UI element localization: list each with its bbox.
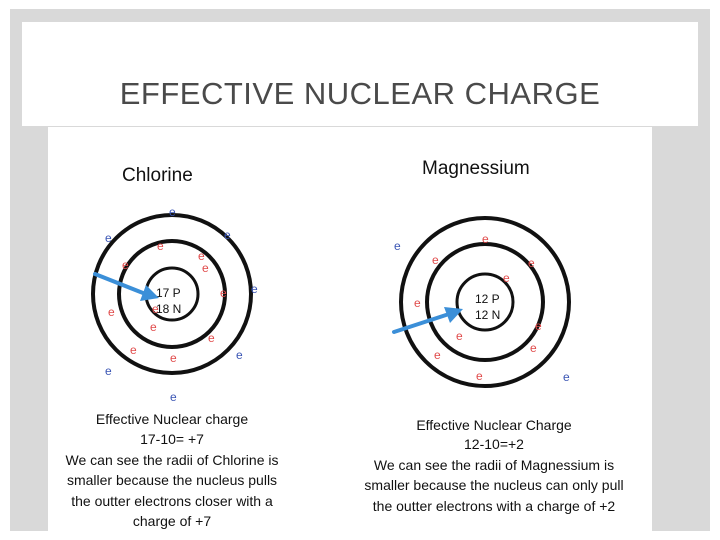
magnesium-electron: e xyxy=(394,239,401,253)
chlorine-electron: e xyxy=(170,390,177,404)
magnesium-explanation-line: smaller because the nucleus can only pul… xyxy=(364,477,623,493)
chlorine-electron: e xyxy=(108,305,115,319)
magnesium-arrow xyxy=(392,307,463,334)
magnesium-neutrons: 12 N xyxy=(475,308,500,322)
chlorine-electron: e xyxy=(170,351,177,365)
chlorine-electron: e xyxy=(105,231,112,245)
chlorine-electron: e xyxy=(198,249,205,263)
chlorine-atom: Chlorine 17 P 18 N e e e e e e e e e e e xyxy=(66,165,279,529)
chlorine-middle-ring xyxy=(117,239,227,349)
magnesium-charge-heading: Effective Nuclear Charge xyxy=(416,417,572,433)
magnesium-electron: e xyxy=(432,253,439,267)
chlorine-electron: e xyxy=(208,331,215,345)
magnesium-electron: e xyxy=(482,232,489,246)
chlorine-explanation-line: charge of +7 xyxy=(133,513,211,529)
magnesium-electron: e xyxy=(503,271,510,285)
magnesium-explanation-line: We can see the radii of Magnessium is xyxy=(374,457,614,473)
chlorine-explanation-line: We can see the radii of Chlorine is xyxy=(66,452,279,468)
magnesium-electron: e xyxy=(563,370,570,384)
chlorine-neutrons: 18 N xyxy=(156,302,181,316)
chlorine-electron: e xyxy=(157,239,164,253)
chlorine-electron: e xyxy=(122,258,129,272)
magnesium-name: Magnessium xyxy=(422,158,530,179)
chlorine-explanation-line: smaller because the nucleus pulls xyxy=(67,472,277,488)
chlorine-electron: e xyxy=(202,261,209,275)
magnesium-electron: e xyxy=(535,319,542,333)
chlorine-electron: e xyxy=(150,320,157,334)
chlorine-electron: e xyxy=(169,205,176,219)
chlorine-electron: e xyxy=(236,348,243,362)
magnesium-outer-ring xyxy=(399,216,571,388)
magnesium-electron: e xyxy=(456,329,463,343)
atom-diagram: Chlorine 17 P 18 N e e e e e e e e e e e xyxy=(66,158,624,529)
magnesium-nucleus xyxy=(455,272,515,332)
chlorine-electron: e xyxy=(105,364,112,378)
magnesium-electron: e xyxy=(530,341,537,355)
chlorine-electron: e xyxy=(152,302,159,316)
magnesium-electron: e xyxy=(434,348,441,362)
magnesium-electron: e xyxy=(476,369,483,383)
chlorine-arrow xyxy=(93,272,159,301)
chlorine-electron: e xyxy=(251,282,258,296)
magnesium-explanation-line: the outter electrons with a charge of +2 xyxy=(373,498,616,514)
title-box: EFFECTIVE NUCLEAR CHARGE xyxy=(22,22,698,126)
chlorine-explanation-line: the outter electrons closer with a xyxy=(71,493,273,509)
chlorine-name: Chlorine xyxy=(122,165,193,186)
magnesium-protons: 12 P xyxy=(475,292,500,306)
magnesium-electron: e xyxy=(528,256,535,270)
chlorine-charge-calc: 17-10= +7 xyxy=(140,431,204,447)
chlorine-protons: 17 P xyxy=(156,286,181,300)
magnesium-electron: e xyxy=(414,296,421,310)
chlorine-electron: e xyxy=(130,343,137,357)
magnesium-middle-ring xyxy=(425,242,545,362)
slide-title: EFFECTIVE NUCLEAR CHARGE xyxy=(119,76,601,111)
chlorine-electron: e xyxy=(220,286,227,300)
chlorine-outer-ring xyxy=(91,213,253,375)
magnesium-charge-calc: 12-10=+2 xyxy=(464,436,524,452)
magnesium-atom: Magnessium 12 P 12 N e e e e e e e e e e… xyxy=(364,158,623,514)
chlorine-electron: e xyxy=(224,228,231,242)
content-image: Chlorine 17 P 18 N e e e e e e e e e e e xyxy=(48,127,652,531)
chlorine-charge-heading: Effective Nuclear charge xyxy=(96,411,248,427)
